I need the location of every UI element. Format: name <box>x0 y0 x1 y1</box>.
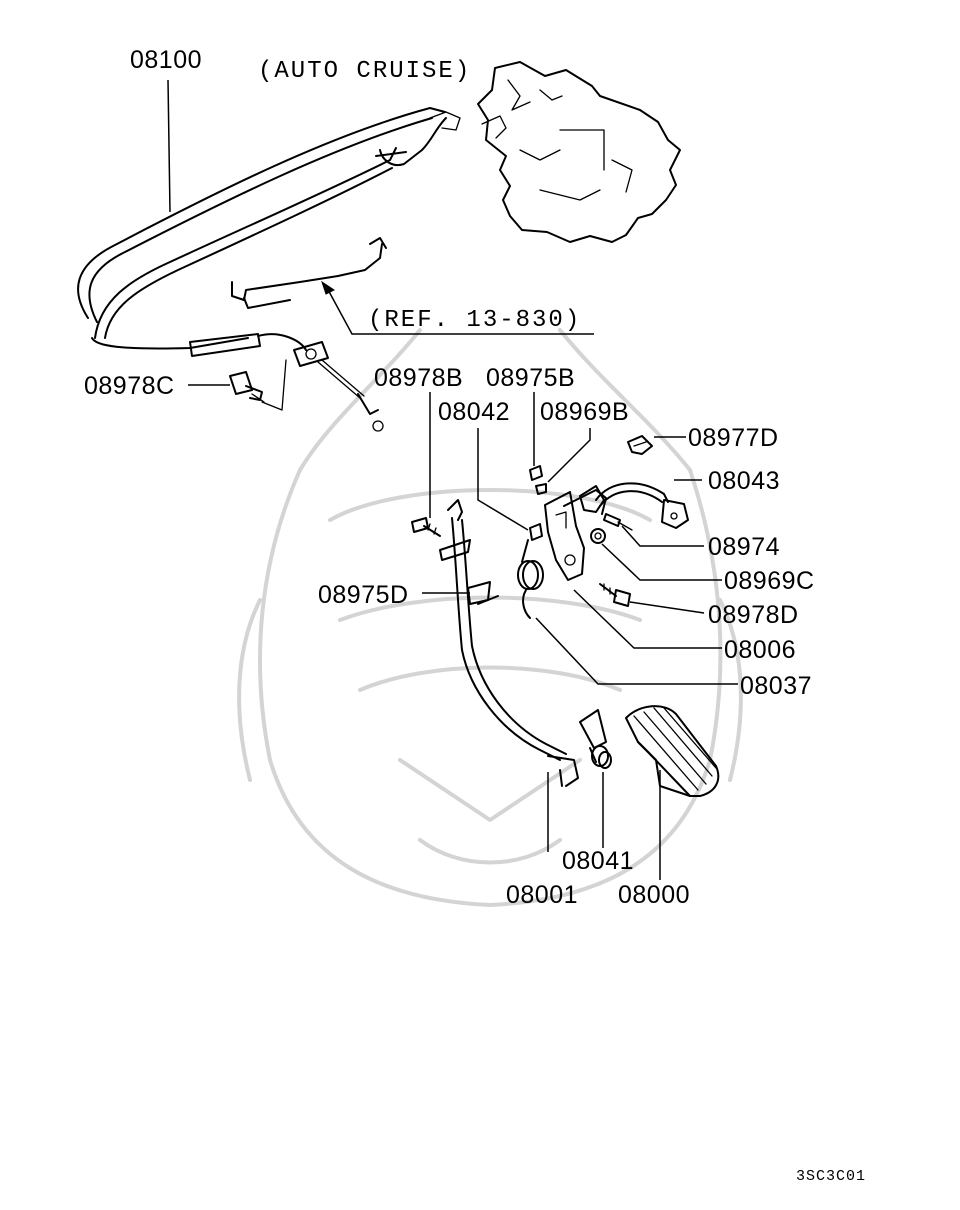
bolt-08978b <box>411 517 441 537</box>
part-label-08041: 08041 <box>562 847 634 875</box>
part-label-08000: 08000 <box>618 881 690 909</box>
throttle-cable <box>77 107 461 357</box>
bolt-08978d <box>599 583 631 607</box>
clip-08977d <box>627 435 653 455</box>
part-label-08001: 08001 <box>506 881 578 909</box>
bolt-08978c <box>229 371 265 403</box>
part-label-08978d: 08978D <box>708 601 799 629</box>
part-label-08100: 08100 <box>130 46 202 74</box>
part-label-08974: 08974 <box>708 533 780 561</box>
auto-cruise-note: (AUTO CRUISE) <box>258 58 471 85</box>
diagram-code: 3SC3C01 <box>796 1168 866 1185</box>
part-label-08042: 08042 <box>438 398 510 426</box>
nut-08969c <box>590 528 606 544</box>
reference-note: (REF. 13-830) <box>368 307 581 334</box>
leader-lines <box>167 79 738 880</box>
switch-harness <box>579 482 689 529</box>
part-label-08043: 08043 <box>708 467 780 495</box>
part-label-08975d: 08975D <box>318 581 409 609</box>
part-label-08006: 08006 <box>724 636 796 664</box>
pedal-lever <box>579 709 612 769</box>
return-spring <box>517 539 544 619</box>
part-label-08978c: 08978C <box>84 372 175 400</box>
part-label-08037: 08037 <box>740 672 812 700</box>
part-label-08978b: 08978B <box>374 364 463 392</box>
pedal-arm <box>439 499 579 787</box>
part-label-08969c: 08969C <box>724 567 815 595</box>
part-label-08977d: 08977D <box>688 424 779 452</box>
cable-bracket <box>261 341 384 432</box>
pedal-pad <box>625 705 720 797</box>
watermark-emblem <box>237 328 743 907</box>
nut-08975b <box>529 465 547 495</box>
part-label-08975b: 08975B <box>486 364 575 392</box>
engine-block <box>477 61 681 243</box>
screw-08974 <box>603 513 633 531</box>
part-label-08969b: 08969B <box>540 398 629 426</box>
